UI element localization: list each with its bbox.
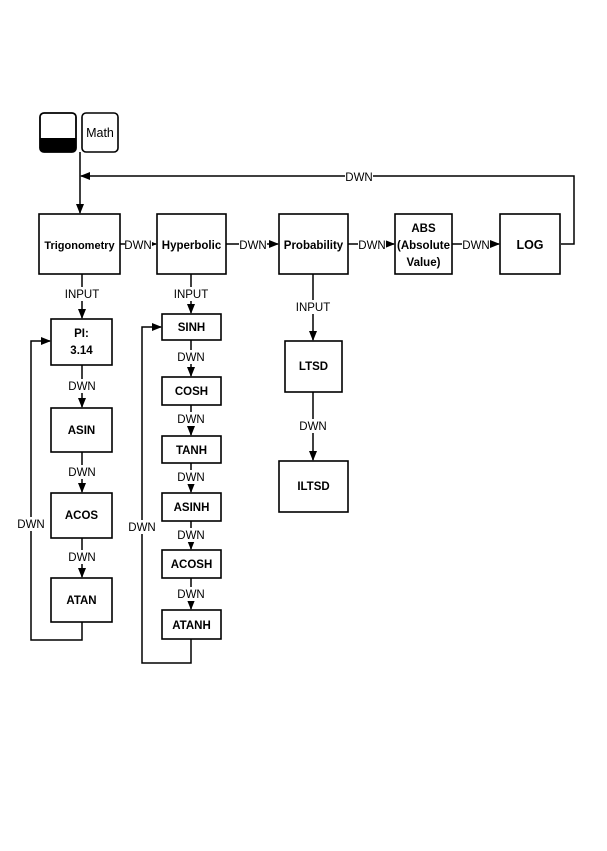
shift-key[interactable] <box>39 112 77 153</box>
dwn-label-cosh-tanh: DWN <box>177 414 204 426</box>
node-trigonometry[interactable]: Trigonometry <box>38 213 121 275</box>
math-key[interactable]: Math <box>81 112 119 153</box>
label-bg <box>125 237 152 251</box>
label-bg <box>239 237 267 251</box>
return-label-bg <box>345 169 373 183</box>
label-bg <box>358 237 386 251</box>
dwn-label-pi-asin: DWN <box>68 381 95 393</box>
node-asinh-label: ASINH <box>174 502 210 514</box>
dwn-label-asinh-acosh: DWN <box>177 530 204 542</box>
label-bg <box>68 465 96 479</box>
label-bg <box>177 412 205 426</box>
node-asinh[interactable]: ASINH <box>161 492 222 522</box>
label-bg <box>68 550 96 564</box>
node-hyperbolic[interactable]: Hyperbolic <box>156 213 227 275</box>
input-label-hyper: INPUT <box>174 289 209 301</box>
label-bg <box>177 587 205 601</box>
node-log-label: LOG <box>516 238 543 252</box>
return-dwn-label: DWN <box>345 172 372 184</box>
node-iltsd-label: ILTSD <box>297 481 329 493</box>
node-abs-line1: ABS <box>411 223 436 235</box>
dwn-label-ltsd-iltsd: DWN <box>299 421 326 433</box>
node-atan[interactable]: ATAN <box>50 577 113 623</box>
label-bg <box>177 350 205 364</box>
node-ltsd-label: LTSD <box>299 361 328 373</box>
node-atanh-label: ATANH <box>172 620 211 632</box>
node-acosh[interactable]: ACOSH <box>161 549 222 579</box>
node-sinh[interactable]: SINH <box>161 313 222 341</box>
node-trigonometry-label: Trigonometry <box>44 240 115 252</box>
node-iltsd[interactable]: ILTSD <box>278 460 349 513</box>
label-bg <box>68 379 96 393</box>
node-tanh-label: TANH <box>176 445 207 457</box>
arrow-atan-loop <box>30 337 83 641</box>
node-abs-line2: (Absolute <box>397 240 450 252</box>
dwn-label-acosh-atanh: DWN <box>177 589 204 601</box>
dwn-label-hyper-prob: DWN <box>239 240 266 252</box>
node-sinh-label: SINH <box>178 322 205 334</box>
node-acosh-label: ACOSH <box>171 559 213 571</box>
label-bg <box>177 528 205 542</box>
node-atan-label: ATAN <box>66 595 96 607</box>
dwn-label-asin-acos: DWN <box>68 467 95 479</box>
node-asin[interactable]: ASIN <box>50 407 113 453</box>
dwn-label-acos-atan: DWN <box>68 552 95 564</box>
node-abs-line3: Value) <box>407 257 441 269</box>
node-log[interactable]: LOG <box>499 213 561 275</box>
arrow-atanh-loop <box>141 323 192 664</box>
dwn-label-sinh-cosh: DWN <box>177 352 204 364</box>
node-abs[interactable]: ABS (Absolute Value) <box>394 213 453 275</box>
label-bg <box>66 287 100 301</box>
dwn-label-tanh-asinh: DWN <box>177 472 204 484</box>
node-cosh-label: COSH <box>175 386 208 398</box>
label-bg <box>128 520 156 534</box>
node-acos-label: ACOS <box>65 510 99 522</box>
node-pi[interactable]: PI: 3.14 <box>50 318 113 366</box>
label-bg <box>462 237 490 251</box>
label-bg <box>297 300 331 314</box>
node-cosh[interactable]: COSH <box>161 376 222 406</box>
node-probability[interactable]: Probability <box>278 213 349 275</box>
label-bg <box>299 419 327 433</box>
dwn-label-trig-hyper: DWN <box>124 240 151 252</box>
node-probability-label: Probability <box>284 240 344 252</box>
node-acos[interactable]: ACOS <box>50 492 113 539</box>
input-label-prob: INPUT <box>296 302 331 314</box>
arrow-log-return <box>80 172 575 245</box>
label-bg <box>175 287 209 301</box>
dwn-label-prob-abs: DWN <box>358 240 385 252</box>
node-tanh[interactable]: TANH <box>161 435 222 464</box>
node-hyperbolic-label: Hyperbolic <box>162 240 222 252</box>
input-label-trig: INPUT <box>65 289 100 301</box>
dwn-label-hyper-loop: DWN <box>128 522 155 534</box>
dwn-label-abs-log: DWN <box>462 240 489 252</box>
dwn-label-trig-loop: DWN <box>17 519 44 531</box>
label-bg <box>177 470 205 484</box>
label-bg <box>17 517 45 531</box>
node-pi-line2: 3.14 <box>70 345 93 357</box>
math-key-label: Math <box>86 126 114 140</box>
node-atanh[interactable]: ATANH <box>161 609 222 640</box>
node-asin-label: ASIN <box>68 425 95 437</box>
node-pi-line1: PI: <box>74 328 89 340</box>
node-ltsd[interactable]: LTSD <box>284 340 343 393</box>
